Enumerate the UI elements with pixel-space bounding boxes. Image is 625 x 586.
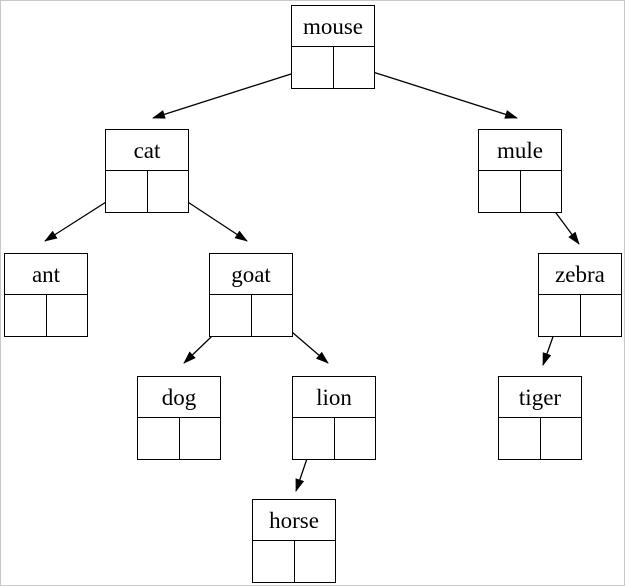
tree-node-zebra: zebra [538,253,622,337]
left-pointer-cell [499,418,541,459]
pointer-cells [539,295,621,336]
right-pointer-cell [148,171,189,212]
tree-node-goat: goat [209,253,293,337]
tree-node-mouse: mouse [291,5,375,89]
node-key-label: tiger [499,377,581,418]
left-pointer-cell [539,295,581,336]
tree-node-cat: cat [105,129,189,213]
tree-node-dog: dog [137,376,221,460]
pointer-cells [138,418,220,459]
left-pointer-cell [5,295,47,336]
node-key-label: horse [253,500,335,541]
tree-node-mule: mule [478,129,562,213]
pointer-cells [499,418,581,459]
right-pointer-cell [252,295,293,336]
pointer-cells [479,171,561,212]
right-pointer-cell [334,47,375,88]
node-key-label: zebra [539,254,621,295]
right-pointer-cell [47,295,88,336]
node-key-label: mule [479,130,561,171]
left-pointer-cell [138,418,180,459]
pointer-cells [253,541,335,582]
left-pointer-cell [210,295,252,336]
left-pointer-cell [479,171,521,212]
node-key-label: goat [210,254,292,295]
right-pointer-cell [180,418,221,459]
pointer-cells [210,295,292,336]
left-pointer-cell [293,418,335,459]
node-key-label: dog [138,377,220,418]
right-pointer-cell [581,295,622,336]
tree-node-lion: lion [292,376,376,460]
right-pointer-cell [335,418,376,459]
pointer-cells [106,171,188,212]
right-pointer-cell [295,541,336,582]
pointer-arrow-mouse-left-to-cat [152,66,314,119]
pointer-cells [292,47,374,88]
right-pointer-cell [521,171,562,212]
pointer-cells [5,295,87,336]
node-key-label: lion [293,377,375,418]
left-pointer-cell [292,47,334,88]
left-pointer-cell [253,541,295,582]
node-key-label: mouse [292,6,374,47]
pointer-arrow-mouse-right-to-mule [353,65,518,119]
tree-node-ant: ant [4,253,88,337]
right-pointer-cell [541,418,582,459]
pointer-cells [293,418,375,459]
tree-node-tiger: tiger [498,376,582,460]
node-key-label: cat [106,130,188,171]
node-key-label: ant [5,254,87,295]
tree-node-horse: horse [252,499,336,583]
left-pointer-cell [106,171,148,212]
